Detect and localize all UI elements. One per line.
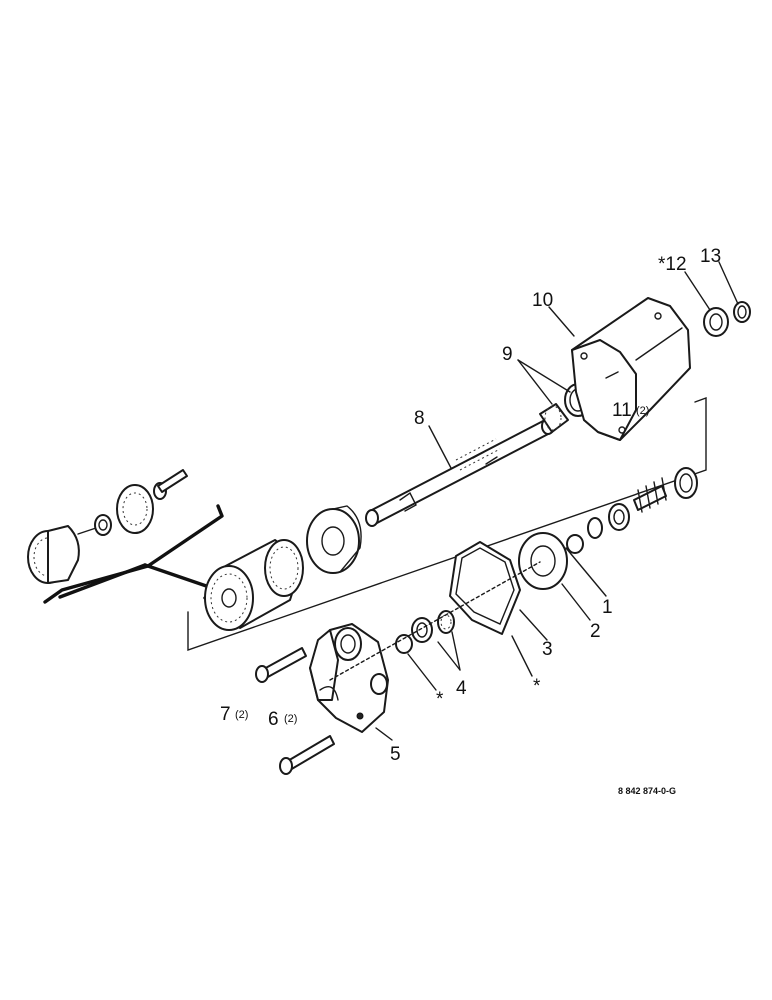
group-bracket-frame [187, 397, 707, 651]
leader-lines [375, 261, 739, 741]
callout-7: 7 [220, 704, 231, 725]
bolt-short [279, 735, 335, 775]
inset-rotor-subassembly [27, 469, 224, 604]
callout-8: 8 [414, 408, 425, 429]
bearing-stack [395, 610, 455, 654]
bolt-long [255, 647, 307, 683]
spring-and-washers [566, 467, 698, 554]
callout-10: 10 [532, 290, 553, 311]
callout-1: 1 [602, 597, 613, 618]
end-plate [518, 532, 568, 590]
shaft-seal [703, 307, 729, 337]
callout-11-quantity: (2) [636, 405, 649, 417]
footnote-star-left: * [436, 689, 444, 710]
callout-12: *12 [658, 254, 687, 275]
callout-6: 6 [268, 709, 279, 730]
callout-9: 9 [502, 344, 513, 365]
callout-13: 13 [700, 246, 721, 267]
bearing-cone [539, 403, 569, 433]
snap-ring [733, 301, 751, 323]
callout-4: 4 [456, 678, 467, 699]
gasket [449, 541, 521, 635]
callout-5: 5 [390, 744, 401, 765]
rotor-cylinder-block [204, 539, 304, 631]
callout-6-quantity: (2) [284, 713, 297, 725]
footnote-star-right: * [533, 676, 541, 697]
swash-plate [306, 505, 362, 574]
callout-2: 2 [590, 621, 601, 642]
figure-reference-code: 8 842 874-0-G [618, 786, 676, 796]
end-cover [309, 623, 389, 733]
callout-7-quantity: (2) [235, 709, 248, 721]
drive-shaft [365, 417, 555, 527]
callout-11: 11 [612, 400, 632, 421]
callout-3: 3 [542, 639, 553, 660]
assembly-centerline [329, 561, 541, 681]
pump-housing [571, 297, 691, 441]
